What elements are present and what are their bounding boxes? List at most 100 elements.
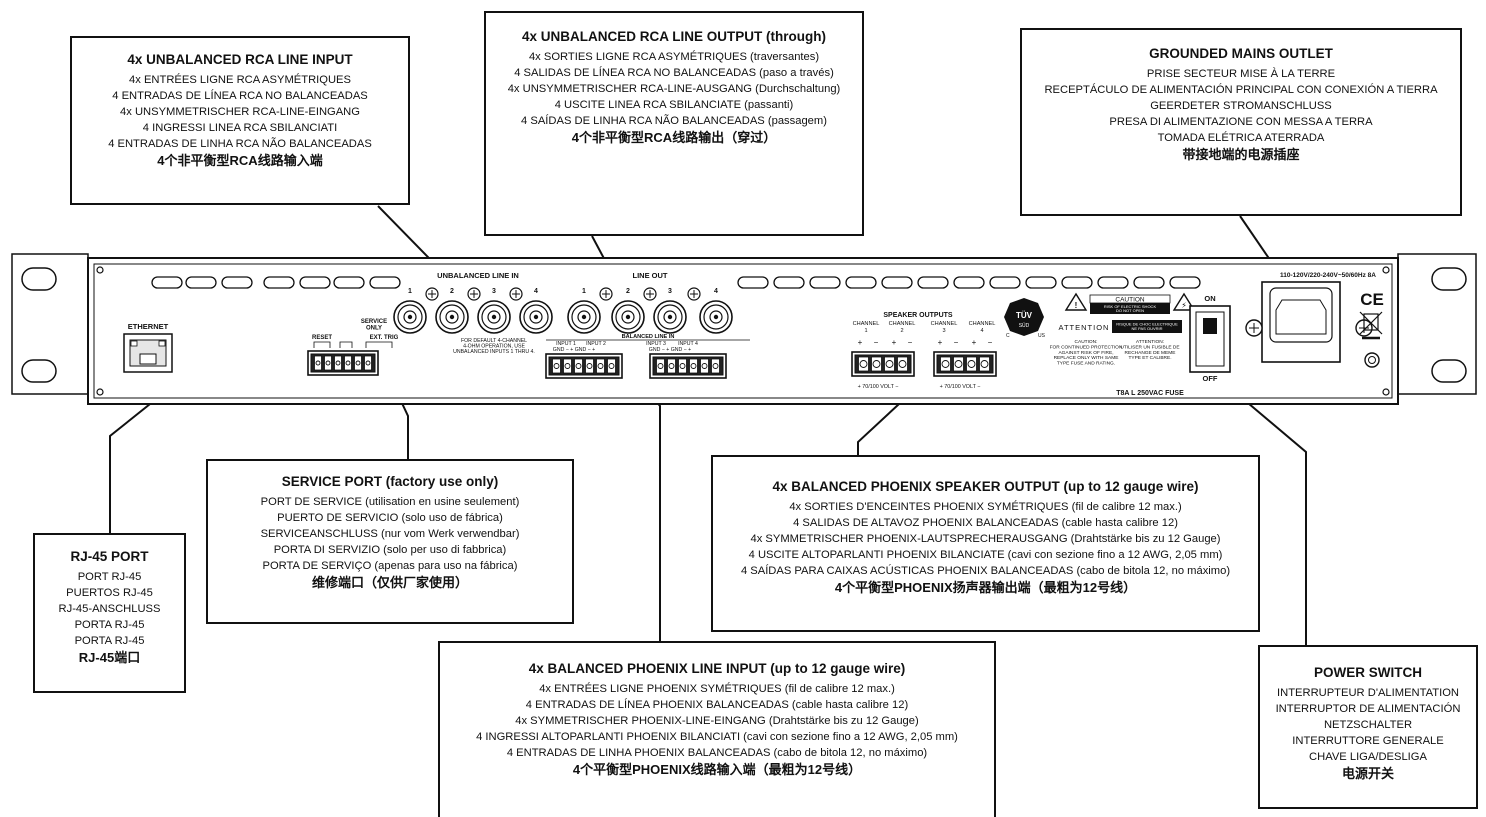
rack-slot xyxy=(1431,267,1467,291)
callout-line: 4 ENTRADAS DE LÍNEA PHOENIX BALANCEADAS … xyxy=(525,699,909,711)
callout-power: POWER SWITCH INTERRUPTEUR D'ALIMENTATION… xyxy=(1258,645,1478,809)
callout-line: TOMADA ELÉTRICA ATERRADA xyxy=(1157,132,1325,144)
rca-output-jack-2[interactable] xyxy=(611,300,645,334)
callout-line: 4 INGRESSI ALTOPARLANTI PHOENIX BILANCIA… xyxy=(476,731,958,743)
vent-slot xyxy=(809,276,841,289)
rca-output-number: 1 xyxy=(582,288,586,295)
service-bracket-marks xyxy=(313,341,393,348)
panel-screw xyxy=(643,287,657,301)
rca-input-number: 1 xyxy=(408,288,412,295)
rca-output-jack-3[interactable] xyxy=(653,300,687,334)
voltage-label: 110-120V/220-240V~50/60Hz 8A xyxy=(1280,272,1376,279)
callout-line: PORTA DE SERVIÇO (apenas para uso na fáb… xyxy=(262,560,518,572)
callout-line: 4x SORTIES D'ENCEINTES PHOENIX SYMÉTRIQU… xyxy=(789,501,1182,513)
callout-line: 4x SYMMETRISCHER PHOENIX-LAUTSPRECHERAUS… xyxy=(750,533,1221,545)
vent-slot xyxy=(299,276,331,289)
chassis-inner xyxy=(93,263,1393,399)
polarity-mark: + xyxy=(892,338,897,347)
vent-slot xyxy=(881,276,913,289)
panel-screw xyxy=(467,287,481,301)
vent-slot xyxy=(737,276,769,289)
speaker-outputs-label: SPEAKER OUTPUTS xyxy=(883,312,953,319)
callout-line-zh: 4个非平衡型RCA线路输出（穿过） xyxy=(571,130,777,145)
reset-label: RESET xyxy=(312,335,332,341)
callout-line-zh: 维修端口（仅供厂家使用） xyxy=(311,575,468,590)
rca-input-jack-3[interactable] xyxy=(477,300,511,334)
callout-line: 4x UNSYMMETRISCHER RCA-LINE-AUSGANG (Dur… xyxy=(507,83,841,95)
polarity-mark: − xyxy=(954,338,959,347)
callout-line: 4 SALIDAS DE LÍNEA RCA NO BALANCEADAS (p… xyxy=(514,67,834,79)
caution-title: CAUTION xyxy=(1115,297,1145,304)
warning-triangle-icon xyxy=(1064,292,1088,311)
vent-slot xyxy=(953,276,985,289)
vent-slot xyxy=(1097,276,1129,289)
input-1-label: INPUT 1 xyxy=(556,341,576,347)
volt-label-left: + 70/100 VOLT − xyxy=(858,384,899,390)
callout-line: PORT DE SERVICE (utilisation en usine se… xyxy=(260,496,520,508)
rca-input-jack-1[interactable] xyxy=(393,300,427,334)
callout-line: PRESA DI ALIMENTAZIONE CON MESSA A TERRA xyxy=(1109,116,1373,128)
weee-bin-icon xyxy=(1359,311,1383,340)
polarity-mark: − xyxy=(908,338,913,347)
leader-speaker xyxy=(857,391,913,455)
callout-line-zh: 电源开关 xyxy=(1341,766,1394,781)
polarity-mark: + xyxy=(972,338,977,347)
callout-line-zh: 4个平衡型PHOENIX扬声器输出端（最粗为12号线） xyxy=(834,580,1137,595)
callout-line-zh: 4个非平衡型RCA线路输入端 xyxy=(157,153,323,168)
callout-line: 4 ENTRADAS DE LINHA RCA NÃO BALANCEADAS xyxy=(108,138,372,150)
fuse-label: T8A L 250VAC FUSE xyxy=(1116,390,1184,397)
speaker-output-terminal-b[interactable] xyxy=(933,351,997,377)
callout-line: RECEPTÁCULO DE ALIMENTACIÓN PRINCIPAL CO… xyxy=(1044,84,1438,96)
service-port-terminal[interactable] xyxy=(307,350,379,376)
mains-inlet[interactable] xyxy=(1261,281,1341,363)
rca-input-jack-4[interactable] xyxy=(519,300,553,334)
polarity-mark: + xyxy=(858,338,863,347)
callout-mains: GROUNDED MAINS OUTLET PRISE SECTEUR MISE… xyxy=(1020,28,1462,216)
vent-slot xyxy=(151,276,183,289)
callout-line: 4 ENTRADAS DE LINHA PHOENIX BALANCEADAS … xyxy=(506,747,928,759)
callout-phoenix-input-title: 4x BALANCED PHOENIX LINE INPUT (up to 12… xyxy=(528,661,906,676)
phoenix-input-terminal-b[interactable] xyxy=(649,353,727,379)
rca-output-jack-1[interactable] xyxy=(567,300,601,334)
callout-line: PUERTOS RJ-45 xyxy=(66,587,153,599)
channel-label: CHANNEL xyxy=(889,321,916,327)
callout-line: CHAVE LIGA/DESLIGA xyxy=(1309,751,1427,763)
warning-lightning-icon: ⚡ xyxy=(1181,301,1187,310)
off-label: OFF xyxy=(1203,374,1218,383)
phoenix-input-terminal-a[interactable] xyxy=(545,353,623,379)
vent-slot xyxy=(917,276,949,289)
leader-phoenix-input xyxy=(635,373,661,641)
power-switch[interactable] xyxy=(1189,305,1231,373)
input-3-label: INPUT 3 xyxy=(646,341,666,347)
callout-line: 4 SAÍDAS DE LINHA RCA NÃO BALANCEADAS (p… xyxy=(521,115,827,127)
rca-input-number: 4 xyxy=(534,288,538,295)
channel-number: 2 xyxy=(900,328,903,334)
channel-number: 3 xyxy=(942,328,945,334)
polarity-mark: + xyxy=(938,338,943,347)
callout-rca-input: 4x UNBALANCED RCA LINE INPUT 4x ENTRÉES … xyxy=(70,36,410,205)
rca-output-jack-4[interactable] xyxy=(699,300,733,334)
volt-label-right: + 70/100 VOLT − xyxy=(940,384,981,390)
callout-line: INTERRUPTOR DE ALIMENTACIÓN xyxy=(1275,703,1461,715)
input-4-label: INPUT 4 xyxy=(678,341,698,347)
line-out-label: LINE OUT xyxy=(633,271,668,280)
speaker-output-terminal-a[interactable] xyxy=(851,351,915,377)
callout-line: GEERDETER STROMANSCHLUSS xyxy=(1150,100,1332,112)
vent-slot xyxy=(185,276,217,289)
callout-speaker: 4x BALANCED PHOENIX SPEAKER OUTPUT (up t… xyxy=(711,455,1260,632)
input-2-label: INPUT 2 xyxy=(586,341,606,347)
vent-slot xyxy=(221,276,253,289)
ground-post xyxy=(1364,352,1380,368)
panel-screw xyxy=(687,287,701,301)
tuv-logo: TÜV SÜD xyxy=(1004,298,1044,336)
ethernet-port[interactable] xyxy=(123,333,173,373)
rca-input-jack-2[interactable] xyxy=(435,300,469,334)
callout-line: PORTA DI SERVIZIO (solo per uso di fabbr… xyxy=(273,544,507,556)
panel-screw xyxy=(425,287,439,301)
channel-label: CHANNEL xyxy=(969,321,996,327)
